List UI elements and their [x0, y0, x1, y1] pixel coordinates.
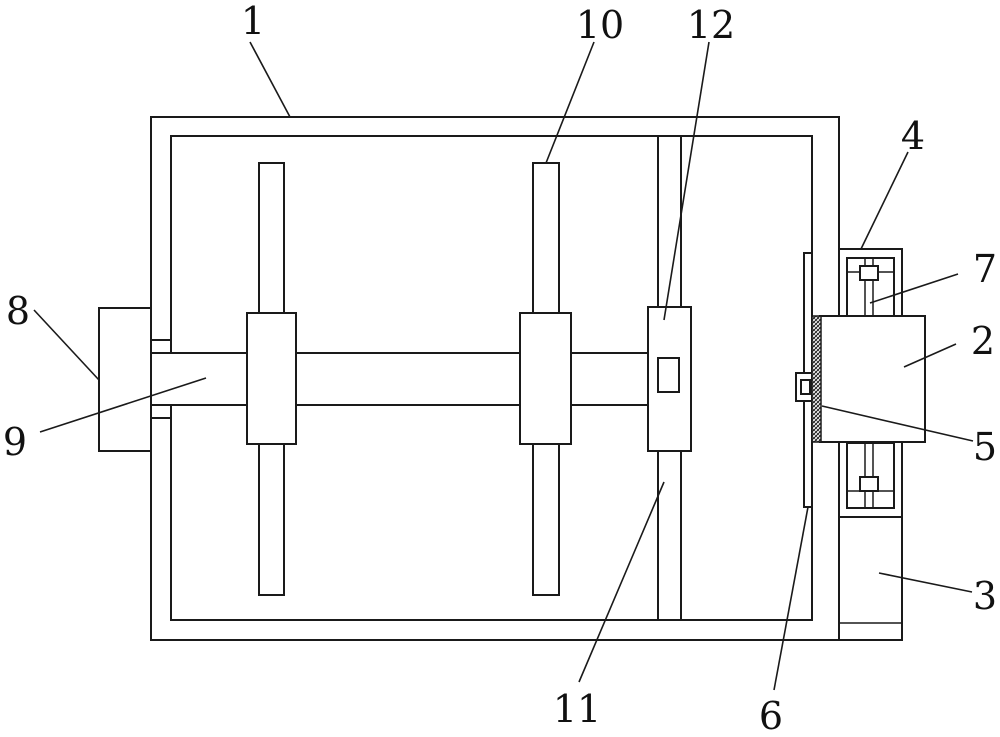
- leader-2: [903, 343, 957, 368]
- leader-4: [860, 151, 909, 250]
- label-9: 9: [3, 420, 27, 464]
- upper-slider-nut: [859, 265, 879, 281]
- damping-pad: [811, 315, 822, 443]
- leader-1: [249, 41, 291, 118]
- leader-8: [33, 309, 100, 381]
- leader-12: [663, 41, 710, 321]
- lower-slider-nut: [859, 476, 879, 492]
- slider-window: [657, 357, 680, 393]
- hub-left: [246, 312, 297, 445]
- leader-5: [821, 405, 974, 442]
- hub-right: [519, 312, 572, 445]
- leader-10: [545, 41, 595, 164]
- label-3: 3: [973, 574, 997, 618]
- motor-mount-upper: [150, 339, 172, 354]
- label-10: 10: [576, 3, 624, 47]
- label-1: 1: [241, 0, 265, 43]
- label-7: 7: [973, 247, 997, 291]
- motor-housing: [98, 307, 152, 452]
- vibration-box: [819, 315, 926, 443]
- leader-11: [578, 481, 665, 683]
- label-2: 2: [971, 319, 995, 363]
- label-5: 5: [973, 425, 997, 469]
- label-12: 12: [687, 3, 735, 47]
- motor-mount-lower: [150, 404, 172, 419]
- label-8: 8: [6, 289, 30, 333]
- leader-7: [869, 273, 959, 304]
- base-block: [838, 516, 903, 641]
- lower-bracket: [846, 442, 895, 509]
- leader-9: [39, 377, 207, 433]
- connector-pin: [800, 379, 811, 395]
- shaft: [150, 352, 649, 406]
- label-6: 6: [759, 694, 783, 737]
- leader-3: [878, 572, 973, 593]
- leader-6: [773, 506, 809, 691]
- label-11: 11: [553, 687, 601, 731]
- label-4: 4: [901, 114, 925, 158]
